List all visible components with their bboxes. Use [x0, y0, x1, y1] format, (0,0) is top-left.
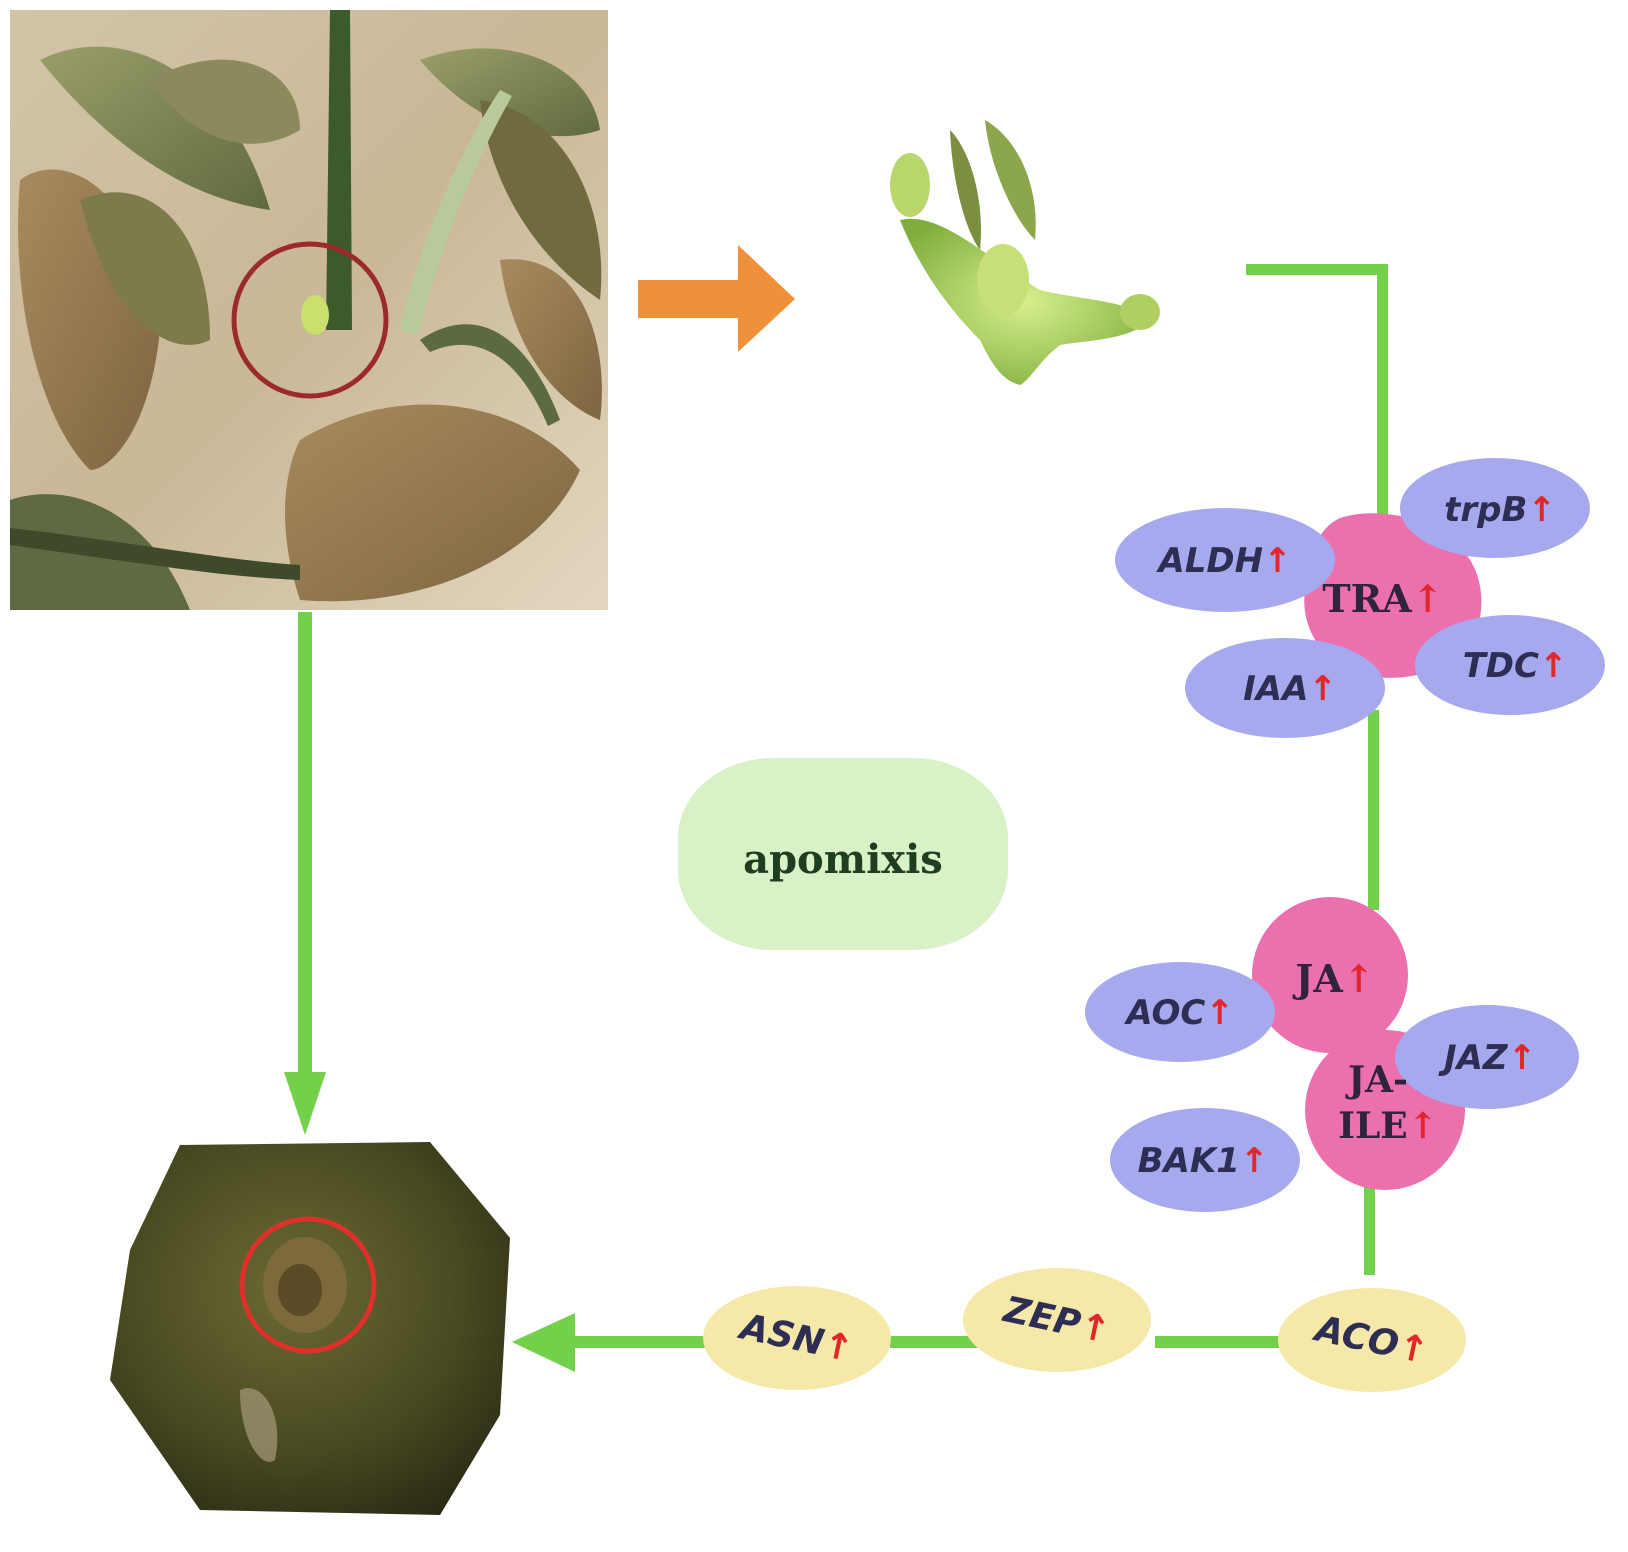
pathway-connector — [512, 264, 1388, 1372]
leaf — [480, 100, 602, 300]
tra-cluster: TRA↑ ALDH↑ trpB↑ IAA↑ TDC↑ — [1115, 458, 1605, 738]
highlight-circle — [231, 241, 389, 399]
highlight-circle — [239, 1216, 377, 1354]
ja-label: JA↑ — [1292, 956, 1374, 1001]
aldh-gene-node — [1115, 508, 1335, 612]
stigma-lobe — [1120, 294, 1160, 330]
excised-flower-photo — [890, 120, 1160, 385]
ja-ile-label-line1: JA- — [1345, 1059, 1408, 1101]
stigma-lobe — [890, 153, 930, 217]
aoc-gene-node — [1085, 962, 1275, 1062]
leaf — [150, 59, 300, 144]
iaa-gene-node — [1185, 638, 1385, 738]
trpb-label: trpB↑ — [1444, 490, 1556, 530]
stem — [400, 90, 512, 335]
bak1-label: BAK1↑ — [1138, 1141, 1269, 1181]
iaa-label: IAA↑ — [1243, 669, 1337, 709]
tra-label: TRA↑ — [1322, 576, 1443, 621]
leaf — [40, 46, 270, 210]
orange-arrow — [638, 245, 795, 352]
stem — [10, 528, 300, 580]
flower-bud — [301, 295, 329, 335]
green-down-arrow — [284, 612, 326, 1135]
asn-gene-node — [703, 1286, 891, 1390]
bak1-gene-node — [1110, 1108, 1300, 1212]
flower-bract — [985, 120, 1036, 240]
stem — [326, 10, 352, 330]
ja-cluster: JA↑ JA- ILE↑ AOC↑ JAZ↑ BAK1↑ — [1085, 897, 1579, 1212]
zep-gene-node — [963, 1268, 1151, 1372]
ja-metabolite-node — [1252, 897, 1408, 1053]
jaz-label: JAZ↑ — [1438, 1038, 1536, 1078]
tdc-label: TDC↑ — [1463, 646, 1568, 686]
flower-body — [900, 218, 1150, 385]
stem — [420, 324, 560, 426]
apomixis-label: apomixis — [743, 836, 943, 883]
developing-fruit-photo — [110, 1142, 510, 1515]
flower-bract — [950, 130, 981, 250]
leaf — [500, 259, 602, 420]
aoc-label: AOC↑ — [1123, 993, 1234, 1033]
stigma-lobe — [977, 244, 1029, 316]
walnut-shoot-photo — [10, 10, 608, 610]
trpb-gene-node — [1400, 458, 1590, 558]
ja-ile-label-line2: ILE↑ — [1338, 1105, 1438, 1147]
bottom-gene-chain: ACO↑ ZEP↑ ASN↑ — [703, 1268, 1466, 1392]
apomixis-box: apomixis — [678, 758, 1008, 950]
leaf — [420, 48, 600, 137]
aco-gene-node — [1278, 1288, 1466, 1392]
tdc-gene-node — [1415, 615, 1605, 715]
aldh-label: ALDH↑ — [1155, 541, 1291, 581]
jaz-gene-node — [1395, 1005, 1579, 1109]
leaf — [285, 404, 580, 602]
leaf — [80, 192, 210, 345]
